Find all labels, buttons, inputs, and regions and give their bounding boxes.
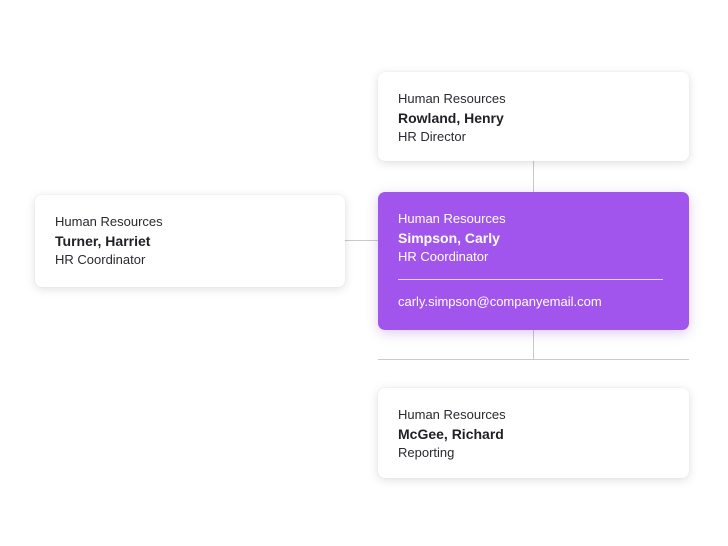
card-name: McGee, Richard (398, 426, 504, 442)
card-title: HR Coordinator (55, 252, 146, 267)
card-department: Human Resources (55, 214, 163, 229)
card-name: Turner, Harriet (55, 233, 151, 249)
org-card-selected[interactable]: Human Resources Simpson, Carly HR Coordi… (378, 192, 689, 330)
connector-selected-down (533, 330, 534, 359)
connector-reports-bar (378, 359, 689, 360)
connector-manager-to-selected (533, 161, 534, 192)
org-card-peer[interactable]: Human Resources Turner, Harriet HR Coord… (35, 195, 345, 287)
card-name: Rowland, Henry (398, 110, 504, 126)
card-department: Human Resources (398, 91, 506, 106)
card-department: Human Resources (398, 211, 506, 226)
card-title: Reporting (398, 445, 455, 460)
card-name: Simpson, Carly (398, 230, 500, 246)
card-email[interactable]: carly.simpson@companyemail.com (398, 294, 602, 309)
card-department: Human Resources (398, 407, 506, 422)
card-title: HR Coordinator (398, 249, 489, 264)
card-divider (398, 279, 663, 280)
org-card-report[interactable]: Human Resources McGee, Richard Reporting (378, 388, 689, 478)
connector-peer-to-selected (345, 240, 378, 241)
card-title: HR Director (398, 129, 466, 144)
org-card-manager[interactable]: Human Resources Rowland, Henry HR Direct… (378, 72, 689, 161)
